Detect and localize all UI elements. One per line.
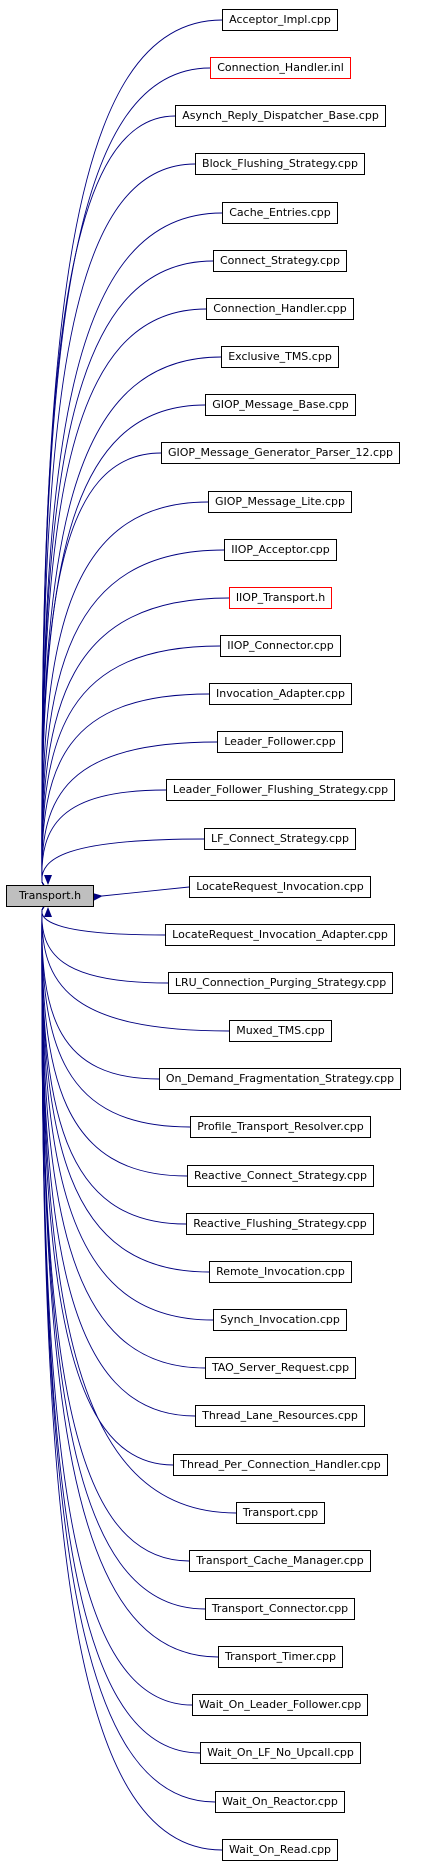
node-profile-transport-resolver-cpp[interactable]: Profile_Transport_Resolver.cpp: [190, 1116, 371, 1138]
arrowhead-bottom: [44, 907, 52, 917]
edge-lru-connection-purging-strategy-cpp: [41, 898, 169, 984]
edge-lf-connect-strategy-cpp: [41, 838, 205, 894]
edge-locaterequest-invocation-cpp: [92, 886, 190, 901]
node-transport-cache-manager-cpp[interactable]: Transport_Cache_Manager.cpp: [189, 1550, 371, 1572]
edge-muxed-tms-cpp: [41, 898, 230, 1032]
node-reactive-flushing-strategy-cpp[interactable]: Reactive_Flushing_Strategy.cpp: [186, 1213, 374, 1235]
node-acceptor-impl-cpp[interactable]: Acceptor_Impl.cpp: [222, 9, 338, 31]
node-leader-follower-cpp[interactable]: Leader_Follower.cpp: [217, 731, 343, 753]
node-wait-on-reactor-cpp[interactable]: Wait_On_Reactor.cpp: [215, 1791, 345, 1813]
node-connection-handler-inl[interactable]: Connection_Handler.inl: [210, 57, 351, 79]
node-connect-strategy-cpp[interactable]: Connect_Strategy.cpp: [213, 250, 347, 272]
node-cache-entries-cpp[interactable]: Cache_Entries.cpp: [222, 202, 338, 224]
node-muxed-tms-cpp[interactable]: Muxed_TMS.cpp: [229, 1020, 332, 1042]
node-wait-on-leader-follower-cpp[interactable]: Wait_On_Leader_Follower.cpp: [192, 1694, 368, 1716]
edge-transport-connector-cpp: [41, 898, 206, 1610]
node-invocation-adapter-cpp[interactable]: Invocation_Adapter.cpp: [209, 683, 352, 705]
node-leader-follower-flushing-strategy-cpp[interactable]: Leader_Follower_Flushing_Strategy.cpp: [166, 779, 395, 801]
edge-giop-message-lite-cpp: [41, 501, 209, 894]
node-tao-server-request-cpp[interactable]: TAO_Server_Request.cpp: [205, 1357, 356, 1379]
edge-exclusive-tms-cpp: [41, 356, 222, 894]
node-asynch-reply-dispatcher-base-cpp[interactable]: Asynch_Reply_Dispatcher_Base.cpp: [175, 105, 386, 127]
node-wait-on-lf-no-upcall-cpp[interactable]: Wait_On_LF_No_Upcall.cpp: [200, 1742, 361, 1764]
edge-invocation-adapter-cpp: [41, 693, 210, 894]
edge-giop-message-base-cpp: [41, 404, 206, 894]
node-reactive-connect-strategy-cpp[interactable]: Reactive_Connect_Strategy.cpp: [187, 1165, 374, 1187]
node-iiop-connector-cpp[interactable]: IIOP_Connector.cpp: [220, 635, 341, 657]
node-giop-message-base-cpp[interactable]: GIOP_Message_Base.cpp: [205, 394, 356, 416]
edge-tao-server-request-cpp: [41, 898, 206, 1369]
node-lru-connection-purging-strategy-cpp[interactable]: LRU_Connection_Purging_Strategy.cpp: [168, 972, 393, 994]
node-transport-timer-cpp[interactable]: Transport_Timer.cpp: [218, 1646, 343, 1668]
node-locaterequest-invocation-adapter-cpp[interactable]: LocateRequest_Invocation_Adapter.cpp: [165, 924, 395, 946]
edge-wait-on-reactor-cpp: [41, 898, 216, 1803]
root-node-transport-h: Transport.h: [6, 885, 94, 907]
edge-iiop-connector-cpp: [41, 645, 221, 894]
edge-wait-on-read-cpp: [41, 898, 223, 1851]
node-transport-connector-cpp[interactable]: Transport_Connector.cpp: [205, 1598, 355, 1620]
node-iiop-acceptor-cpp[interactable]: IIOP_Acceptor.cpp: [224, 539, 337, 561]
node-transport-cpp[interactable]: Transport.cpp: [236, 1502, 325, 1524]
edge-connection-handler-cpp: [41, 308, 207, 894]
edge-connection-handler-inl: [41, 67, 211, 894]
node-locaterequest-invocation-cpp[interactable]: LocateRequest_Invocation.cpp: [189, 876, 371, 898]
edge-leader-follower-flushing-strategy-cpp: [41, 789, 167, 894]
node-giop-message-lite-cpp[interactable]: GIOP_Message_Lite.cpp: [208, 491, 352, 513]
edge-transport-cache-manager-cpp: [41, 898, 190, 1562]
node-exclusive-tms-cpp[interactable]: Exclusive_TMS.cpp: [221, 346, 339, 368]
node-connection-handler-cpp[interactable]: Connection_Handler.cpp: [206, 298, 354, 320]
edge-giop-message-generator-parser-12-cpp: [41, 452, 162, 894]
node-giop-message-generator-parser-12-cpp[interactable]: GIOP_Message_Generator_Parser_12.cpp: [161, 442, 400, 464]
node-remote-invocation-cpp[interactable]: Remote_Invocation.cpp: [209, 1261, 352, 1283]
edge-wait-on-leader-follower-cpp: [41, 898, 193, 1706]
arrowhead-top: [44, 875, 52, 885]
node-thread-per-connection-handler-cpp[interactable]: Thread_Per_Connection_Handler.cpp: [173, 1454, 388, 1476]
node-on-demand-fragmentation-strategy-cpp[interactable]: On_Demand_Fragmentation_Strategy.cpp: [159, 1068, 401, 1090]
edge-transport-timer-cpp: [41, 898, 219, 1658]
edge-synch-invocation-cpp: [41, 898, 214, 1321]
node-thread-lane-resources-cpp[interactable]: Thread_Lane_Resources.cpp: [195, 1405, 365, 1427]
node-iiop-transport-h[interactable]: IIOP_Transport.h: [229, 587, 332, 609]
node-lf-connect-strategy-cpp[interactable]: LF_Connect_Strategy.cpp: [204, 828, 356, 850]
node-wait-on-read-cpp[interactable]: Wait_On_Read.cpp: [222, 1839, 338, 1861]
edge-thread-per-connection-handler-cpp: [41, 898, 174, 1466]
node-block-flushing-strategy-cpp[interactable]: Block_Flushing_Strategy.cpp: [195, 153, 365, 175]
node-synch-invocation-cpp[interactable]: Synch_Invocation.cpp: [213, 1309, 347, 1331]
edge-leader-follower-cpp: [41, 741, 218, 894]
